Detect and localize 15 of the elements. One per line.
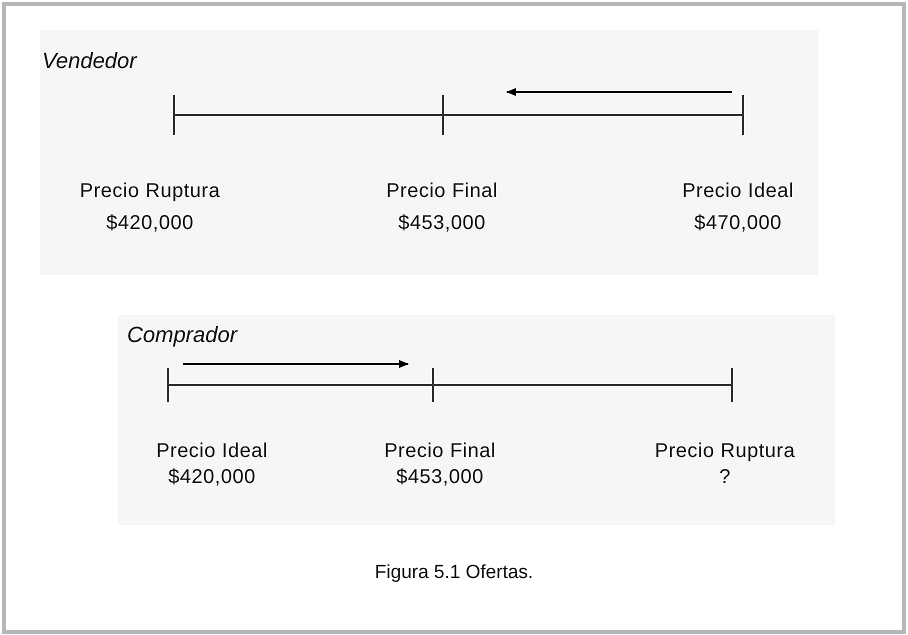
section-heading: Vendedor — [42, 48, 137, 74]
price-label: Precio Ruptura — [80, 180, 220, 203]
price-value: $420,000 — [106, 212, 194, 235]
price-value: $453,000 — [396, 466, 484, 489]
price-value: $453,000 — [398, 212, 486, 235]
price-value: $420,000 — [168, 466, 256, 489]
price-value: $470,000 — [694, 212, 782, 235]
price-label: Precio Ideal — [682, 180, 794, 203]
price-label: Precio Final — [384, 440, 496, 463]
figure-caption: Figura 5.1 Ofertas. — [374, 562, 534, 584]
price-value: ? — [719, 466, 731, 489]
price-label: Precio Ruptura — [654, 440, 796, 463]
price-label: Precio Ideal — [156, 440, 268, 463]
section-heading: Comprador — [127, 322, 238, 348]
price-label: Precio Final — [386, 180, 498, 203]
